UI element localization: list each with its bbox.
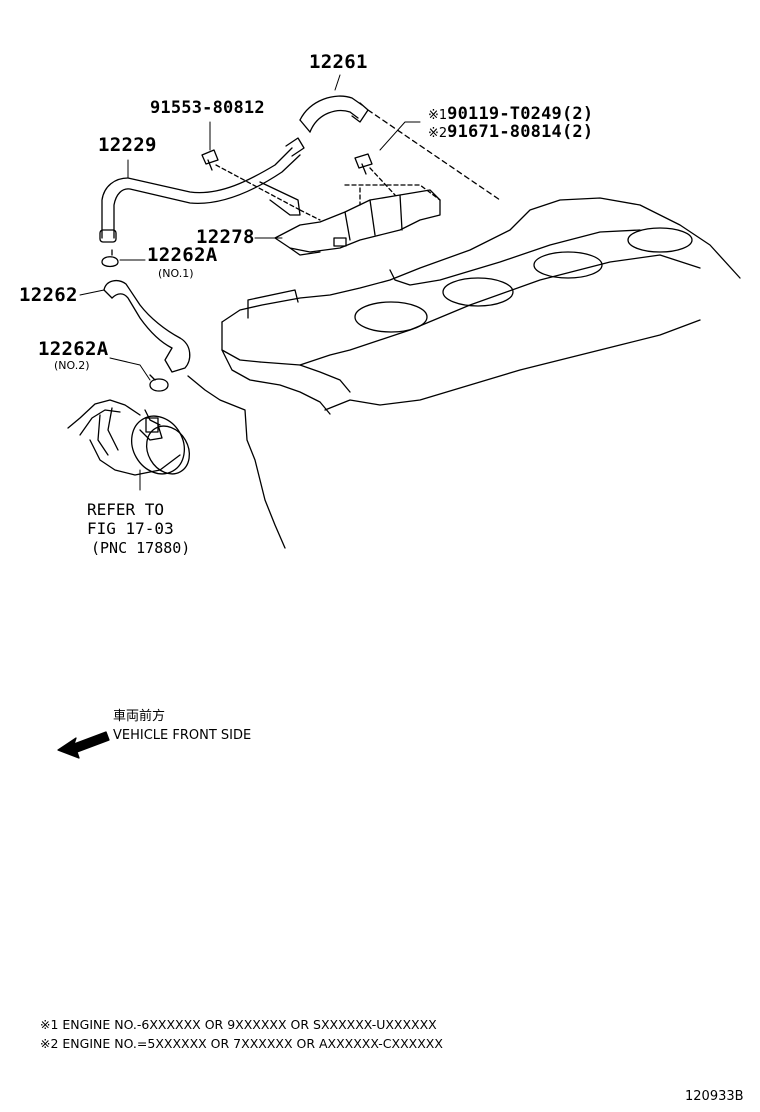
part-number-12261[interactable]: 12261	[309, 51, 368, 73]
clip-12262A-no2	[149, 374, 169, 392]
part-number-91671-80814[interactable]: 91671-80814(2)	[447, 122, 594, 142]
part-number-12278[interactable]: 12278	[196, 226, 255, 248]
part-row-90119: ※190119-T0249(2)	[428, 106, 593, 123]
vehicle-front-label: VEHICLE FRONT SIDE	[113, 728, 252, 743]
footnote-2: ※2 ENGINE NO.=5XXXXXX OR 7XXXXXX OR AXXX…	[40, 1036, 443, 1051]
part-number-91553-80812[interactable]: 91553-80812	[150, 98, 265, 118]
reference-line-3: (PNC 17880)	[91, 539, 191, 557]
bolt-90119-91671	[354, 153, 396, 196]
air-cleaner-hose	[67, 399, 191, 476]
part-number-12262a-no1[interactable]: 12262A	[147, 244, 218, 266]
hose-12262	[103, 279, 191, 373]
footnote-1: ※1 ENGINE NO.-6XXXXXX OR 9XXXXXX OR SXXX…	[40, 1017, 437, 1032]
reference-line-1: REFER TO	[87, 500, 165, 519]
pipe-12229	[99, 137, 305, 243]
leader-lines	[79, 74, 421, 491]
vehicle-front-arrow-icon	[57, 731, 110, 759]
part-number-90119-t0249[interactable]: 90119-T0249(2)	[447, 104, 594, 124]
reference-line-2[interactable]: FIG 17-03	[87, 519, 174, 538]
note-mark-2: ※2	[428, 126, 448, 141]
part-number-12262a-no2[interactable]: 12262A	[38, 338, 109, 360]
part-number-12262[interactable]: 12262	[19, 284, 78, 306]
engine-head-cover	[187, 197, 741, 549]
diagram-code: 120933B	[685, 1089, 744, 1104]
vehicle-front-label-jp: 車両前方	[113, 709, 166, 724]
note-mark-1: ※1	[428, 108, 448, 123]
bolt-91553	[201, 149, 301, 211]
part-sub-no1: (NO.1)	[158, 267, 194, 280]
hose-12261	[299, 95, 501, 201]
part-row-91671: ※291671-80814(2)	[428, 124, 593, 141]
part-number-12229[interactable]: 12229	[98, 134, 157, 156]
part-sub-no2: (NO.2)	[54, 359, 90, 372]
bracket-12278	[274, 184, 441, 256]
clip-12262A-no1	[101, 249, 119, 268]
